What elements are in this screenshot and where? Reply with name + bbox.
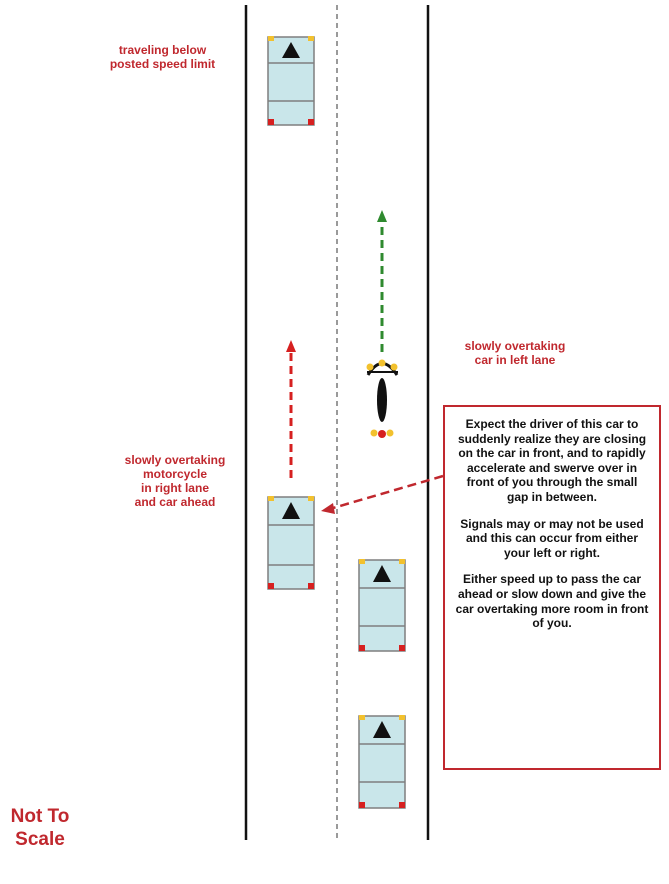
right-lane-car-label: slowly overtaking motorcycle in right la… <box>100 453 250 509</box>
motorcycle-path-arrow <box>377 210 387 352</box>
left-lane-car-label: slowly overtaking car in left lane <box>440 339 590 367</box>
warning-callout: Expect the driver of this car to suddenl… <box>443 405 661 770</box>
not-to-scale-label: Not To Scale <box>2 805 78 851</box>
lead-car-label: traveling below posted speed limit <box>90 43 235 71</box>
car-left-lane <box>359 559 405 651</box>
car-lead <box>268 36 314 125</box>
callout-paragraph-2: Signals may or may not be used and this … <box>455 517 649 561</box>
motorcycle <box>367 360 399 439</box>
callout-paragraph-1: Expect the driver of this car to suddenl… <box>455 417 649 505</box>
car-left-lane-rear <box>359 715 405 808</box>
callout-paragraph-3: Either speed up to pass the car ahead or… <box>455 572 649 630</box>
callout-pointer <box>321 476 443 514</box>
right-car-path-arrow <box>286 340 296 478</box>
car-right-lane <box>268 496 314 589</box>
